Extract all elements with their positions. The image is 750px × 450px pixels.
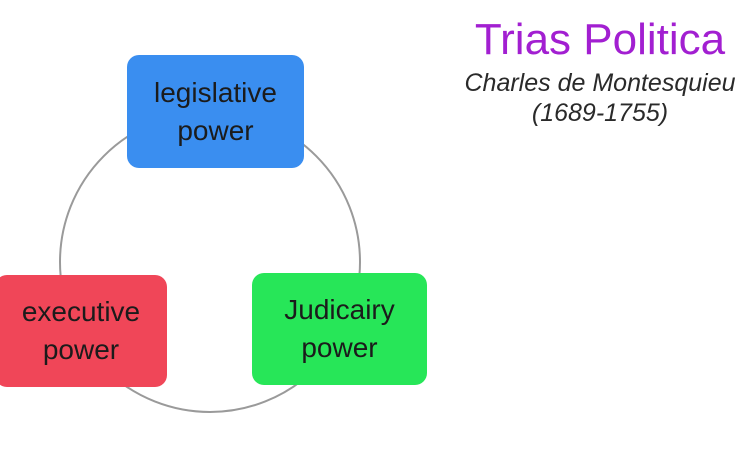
executive-power-node: executive power [0, 275, 167, 387]
executive-line1: executive [21, 296, 141, 327]
judiciary-line2: power [301, 332, 378, 363]
subtitle-author: Charles de Montesquieu [464, 69, 736, 97]
title-block: Trias Politica Charles de Montesquieu (1… [440, 12, 750, 128]
legislative-line1: legislative [154, 76, 277, 108]
executive-line2: power [42, 334, 120, 365]
subtitle-years: (1689-1755) [531, 99, 669, 127]
legislative-power-node: legislative power [127, 55, 304, 168]
judiciary-line1: Judicairy [284, 294, 395, 325]
legislative-line2: power [177, 114, 254, 146]
judiciary-power-node: Judicairy power [252, 273, 427, 385]
title: Trias Politica [474, 15, 726, 64]
